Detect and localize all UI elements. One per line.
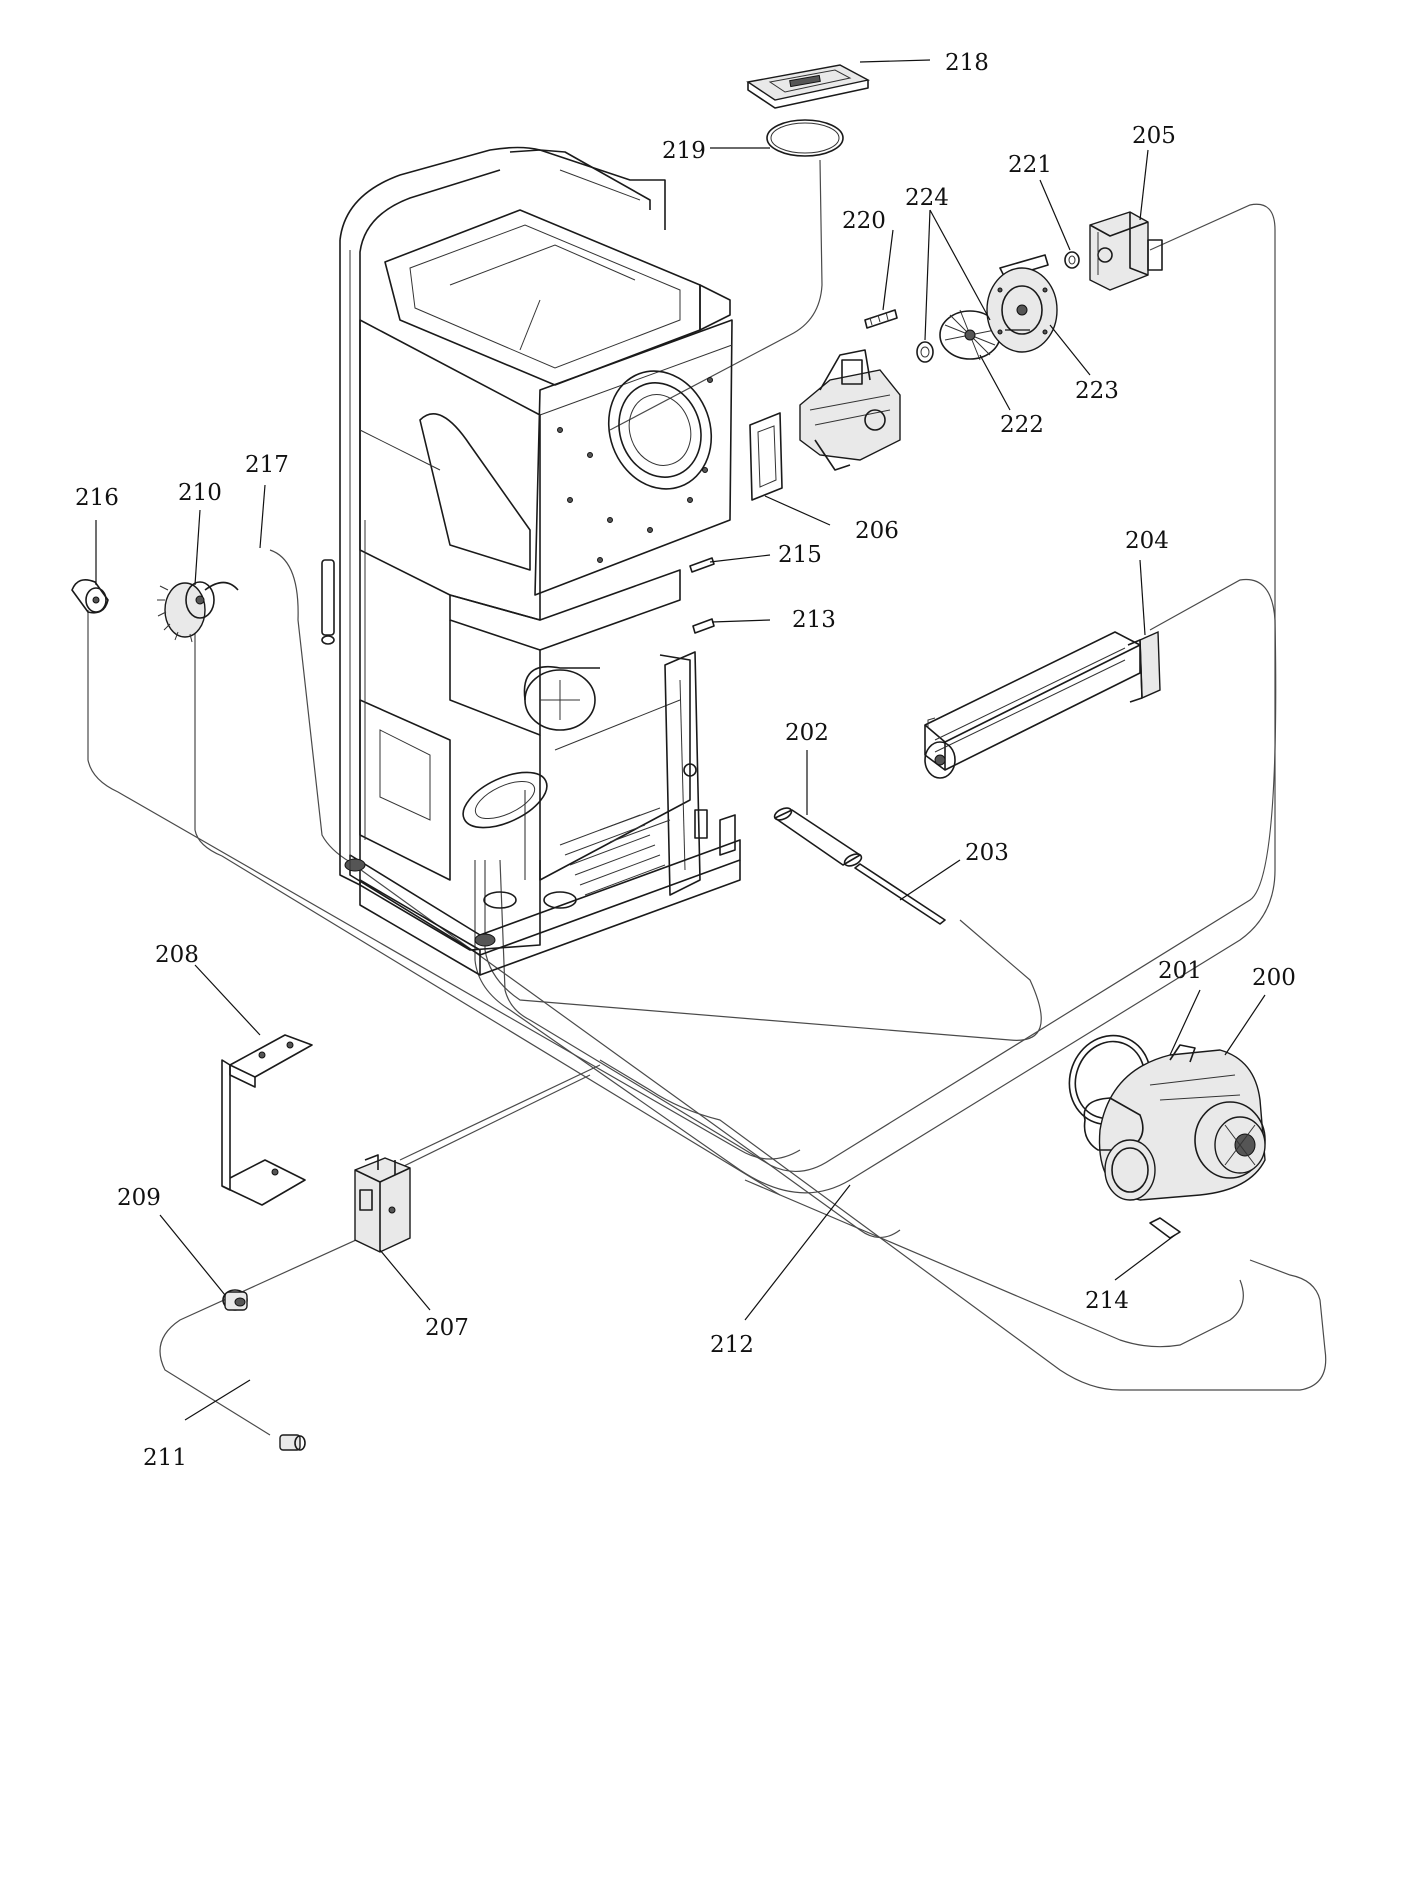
callout-labels: 218 219 205 221 224 220 223 222 206 217 … bbox=[75, 50, 1296, 1471]
callout-202: 202 bbox=[785, 720, 829, 746]
auger-motor-assembly bbox=[799, 349, 901, 471]
callout-200: 200 bbox=[1252, 965, 1296, 991]
callout-219: 219 bbox=[662, 138, 706, 164]
callout-215: 215 bbox=[778, 542, 822, 568]
wiring-harness bbox=[87, 159, 1327, 1436]
callout-206: 206 bbox=[855, 518, 899, 544]
control-panel-218 bbox=[746, 64, 871, 109]
callout-212: 212 bbox=[710, 1332, 754, 1358]
tube-202 bbox=[773, 807, 863, 867]
callout-204: 204 bbox=[1125, 528, 1169, 554]
fan-plate-223 bbox=[986, 254, 1058, 353]
callout-211: 211 bbox=[143, 1445, 187, 1471]
rod-203 bbox=[854, 863, 946, 925]
callout-216: 216 bbox=[75, 485, 119, 511]
callout-220: 220 bbox=[842, 208, 886, 234]
callout-210: 210 bbox=[178, 480, 222, 506]
callout-201: 201 bbox=[1158, 958, 1202, 984]
callout-221: 221 bbox=[1008, 152, 1052, 178]
callout-205: 205 bbox=[1132, 123, 1176, 149]
clip-209 bbox=[222, 1289, 248, 1311]
callout-224: 224 bbox=[905, 185, 949, 211]
callout-203: 203 bbox=[965, 840, 1009, 866]
washer-224 bbox=[916, 341, 934, 363]
pressure-switch-210 bbox=[157, 581, 239, 643]
sensor-215 bbox=[689, 557, 715, 573]
leader-lines bbox=[95, 59, 1266, 1421]
bushing-221 bbox=[1064, 251, 1080, 269]
combustion-fan-200 bbox=[1083, 1044, 1266, 1201]
callout-223: 223 bbox=[1075, 378, 1119, 404]
callout-222: 222 bbox=[1000, 412, 1044, 438]
feeder-gasket-206 bbox=[749, 412, 783, 501]
callout-209: 209 bbox=[117, 1185, 161, 1211]
bracket-208 bbox=[221, 1034, 313, 1206]
connector-220 bbox=[864, 309, 898, 329]
callout-208: 208 bbox=[155, 942, 199, 968]
part-216 bbox=[71, 579, 109, 614]
sensor-214 bbox=[1149, 1217, 1181, 1239]
callout-207: 207 bbox=[425, 1315, 469, 1341]
callout-213: 213 bbox=[792, 607, 836, 633]
gasket-ring-219 bbox=[766, 119, 844, 157]
stove-body-frame bbox=[321, 146, 741, 976]
callout-217: 217 bbox=[245, 452, 289, 478]
terminal-block-207 bbox=[354, 1154, 411, 1253]
tangential-fan-204 bbox=[924, 630, 1161, 779]
callout-214: 214 bbox=[1085, 1288, 1129, 1314]
gear-motor-205 bbox=[1089, 211, 1163, 291]
sensor-213 bbox=[692, 618, 715, 634]
plug-211 bbox=[279, 1434, 306, 1451]
callout-218: 218 bbox=[945, 50, 989, 76]
